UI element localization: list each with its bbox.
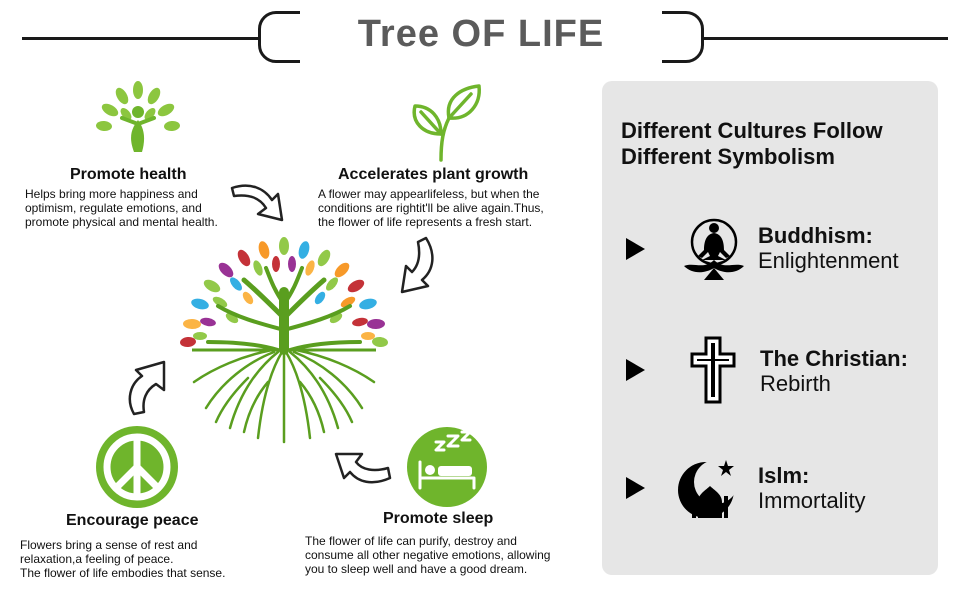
person-leaves-icon <box>96 81 180 152</box>
plant-growth-text: A flower may appearlifeless, but when th… <box>318 187 544 229</box>
title-rule-right <box>658 37 948 40</box>
panel-title: Different Cultures Follow Different Symb… <box>621 118 883 169</box>
bullet-arrow-icon <box>626 238 645 260</box>
sprout-icon <box>412 84 481 162</box>
arrow-icon <box>128 360 166 416</box>
meditating-buddha-icon <box>684 218 744 280</box>
encourage-peace-heading: Encourage peace <box>66 512 199 529</box>
page-title: Tree OF LIFE <box>357 13 605 55</box>
bullet-arrow-icon <box>626 477 645 499</box>
promote-health-text: Helps bring more happiness and optimism,… <box>25 187 218 229</box>
peace-sign-icon <box>96 426 178 508</box>
islam-name: Islm: <box>758 463 810 488</box>
tree-of-life-image <box>180 237 388 444</box>
sleep-bed-icon <box>407 427 487 507</box>
islam-meaning: Immortality <box>758 488 866 513</box>
title-rule-left <box>22 37 312 40</box>
christian-meaning: Rebirth <box>760 371 831 396</box>
promote-health-heading: Promote health <box>70 166 187 183</box>
bullet-arrow-icon <box>626 359 645 381</box>
cross-icon <box>690 336 736 404</box>
roots <box>192 348 376 444</box>
symbolism-panel <box>602 81 938 575</box>
plant-growth-heading: Accelerates plant growth <box>338 166 529 183</box>
buddhism-meaning: Enlightenment <box>758 248 899 273</box>
arrow-icon <box>400 236 434 294</box>
christian-name: The Christian: <box>760 346 908 371</box>
encourage-peace-text: Flowers bring a sense of rest and relaxa… <box>20 538 226 580</box>
trunk <box>206 266 362 355</box>
arrow-icon <box>334 452 392 484</box>
arrow-icon <box>230 184 284 222</box>
buddhism-name: Buddhism: <box>758 223 873 248</box>
promote-sleep-heading: Promote sleep <box>383 510 494 527</box>
title-mask <box>300 4 662 72</box>
crescent-mosque-icon <box>678 460 738 518</box>
leaves <box>180 237 388 348</box>
promote-sleep-text: The flower of life can purify, destroy a… <box>305 534 551 576</box>
